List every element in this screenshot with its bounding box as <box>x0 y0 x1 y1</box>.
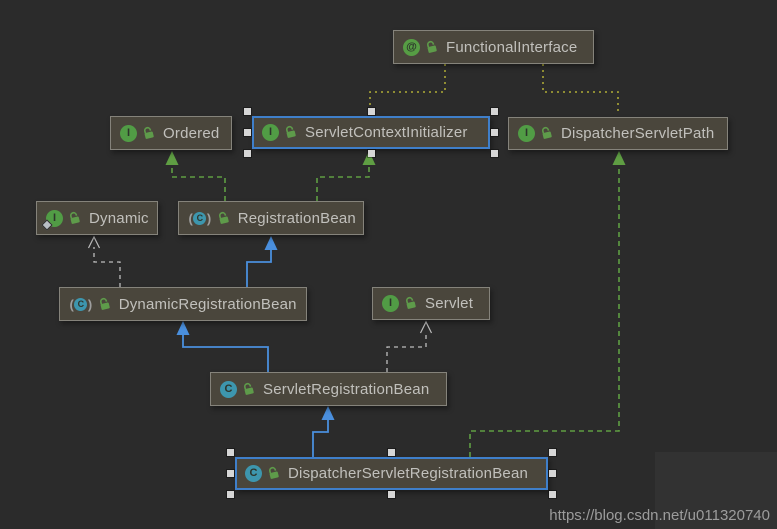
edge-functionalinterface-annotates-dispatcherservletpath <box>542 64 619 115</box>
public-lock-icon <box>286 125 296 138</box>
selection-handle[interactable] <box>367 150 375 157</box>
node-label: RegistrationBean <box>237 209 356 227</box>
selection-handle[interactable] <box>227 449 234 456</box>
abstract-class-icon: (C) <box>69 296 93 312</box>
diagram-node-dispatcher-servlet-registration-bean[interactable]: C DispatcherServletRegistrationBean <box>235 457 548 490</box>
diagram-node-functional-interface[interactable]: @ FunctionalInterface <box>393 30 594 64</box>
edge-dispatcherservletregistrationbean-extends-servletregistrationbean <box>312 406 335 457</box>
public-lock-icon <box>542 126 552 139</box>
public-lock-icon <box>144 126 154 139</box>
diagram-node-servlet-registration-bean[interactable]: C ServletRegistrationBean <box>210 372 447 406</box>
selection-handle[interactable] <box>549 491 556 498</box>
node-label: DispatcherServletPath <box>561 125 715 142</box>
selection-handle[interactable] <box>388 491 395 498</box>
edge-dynamicregistrationbean-extends-registrationbean <box>246 236 278 287</box>
public-lock-icon <box>427 40 437 53</box>
selection-handle[interactable] <box>227 470 234 477</box>
edge-registrationbean-implements-ordered <box>165 151 226 201</box>
selection-handle[interactable] <box>491 129 498 136</box>
node-label: DynamicRegistrationBean <box>118 295 297 313</box>
selection-handle[interactable] <box>244 150 251 157</box>
interface-icon: I <box>262 124 279 141</box>
node-label: ServletRegistrationBean <box>263 380 430 398</box>
interface-icon: I <box>41 209 63 231</box>
diagram-node-servlet[interactable]: I Servlet <box>372 287 490 320</box>
public-lock-icon <box>99 297 110 310</box>
selection-handle[interactable] <box>549 470 556 477</box>
selection-handle[interactable] <box>491 150 498 157</box>
node-label: FunctionalInterface <box>446 38 578 56</box>
edge-servletregistrationbean-depends-servlet <box>386 320 433 372</box>
diagram-node-servlet-context-initializer[interactable]: I ServletContextInitializer <box>252 116 490 149</box>
abstract-class-icon: (C) <box>188 210 212 226</box>
selection-handle[interactable] <box>491 108 498 115</box>
implements-arrowhead-icon <box>165 151 179 165</box>
interface-icon: I <box>518 125 535 142</box>
class-icon: C <box>220 380 237 398</box>
node-label: Servlet <box>425 295 474 312</box>
edge-dispatcherservletregistrationbean-implements-dispatcherservletpath <box>469 151 626 457</box>
watermark-url: https://blog.csdn.net/u011320740 <box>549 507 770 524</box>
diagram-node-registration-bean[interactable]: (C) RegistrationBean <box>178 201 364 235</box>
selection-handle[interactable] <box>388 449 395 456</box>
diagram-node-ordered[interactable]: I Ordered <box>110 116 232 150</box>
node-label: ServletContextInitializer <box>305 124 468 141</box>
node-label: Ordered <box>163 124 220 142</box>
public-lock-icon <box>244 382 254 395</box>
extends-arrowhead-icon <box>176 321 190 335</box>
implements-arrowhead-icon <box>612 151 626 165</box>
diagram-node-dispatcher-servlet-path[interactable]: I DispatcherServletPath <box>508 117 728 150</box>
interface-icon: I <box>382 295 399 312</box>
public-lock-icon <box>406 296 416 309</box>
node-label: DispatcherServletRegistrationBean <box>288 465 529 482</box>
edge-dynamicregistrationbean-depends-dynamic <box>87 235 121 287</box>
interface-icon: I <box>120 124 137 142</box>
selection-handle[interactable] <box>244 108 251 115</box>
public-lock-icon <box>218 211 229 224</box>
edge-functionalinterface-annotates-servletcontextinitializer <box>369 64 446 114</box>
diagram-node-dynamic[interactable]: I Dynamic <box>36 201 158 235</box>
edge-servletregistrationbean-extends-dynamicregistrationbean <box>176 321 269 372</box>
edge-registrationbean-implements-servletcontextinitializer <box>316 151 376 201</box>
selection-handle[interactable] <box>244 129 251 136</box>
extends-arrowhead-icon <box>264 236 278 250</box>
selection-handle[interactable] <box>367 108 375 115</box>
selection-handle[interactable] <box>549 449 556 456</box>
public-lock-icon <box>70 211 80 224</box>
public-lock-icon <box>269 466 279 479</box>
diagram-node-dynamic-registration-bean[interactable]: (C) DynamicRegistrationBean <box>59 287 307 321</box>
selection-handle[interactable] <box>227 491 234 498</box>
implements-arrowhead-icon <box>362 151 376 165</box>
dependency-arrowhead-icon <box>87 235 101 249</box>
dependency-arrowhead-icon <box>419 320 433 334</box>
annotation-icon: @ <box>403 38 420 56</box>
class-icon: C <box>245 465 262 482</box>
node-label: Dynamic <box>89 209 149 227</box>
extends-arrowhead-icon <box>321 406 335 420</box>
